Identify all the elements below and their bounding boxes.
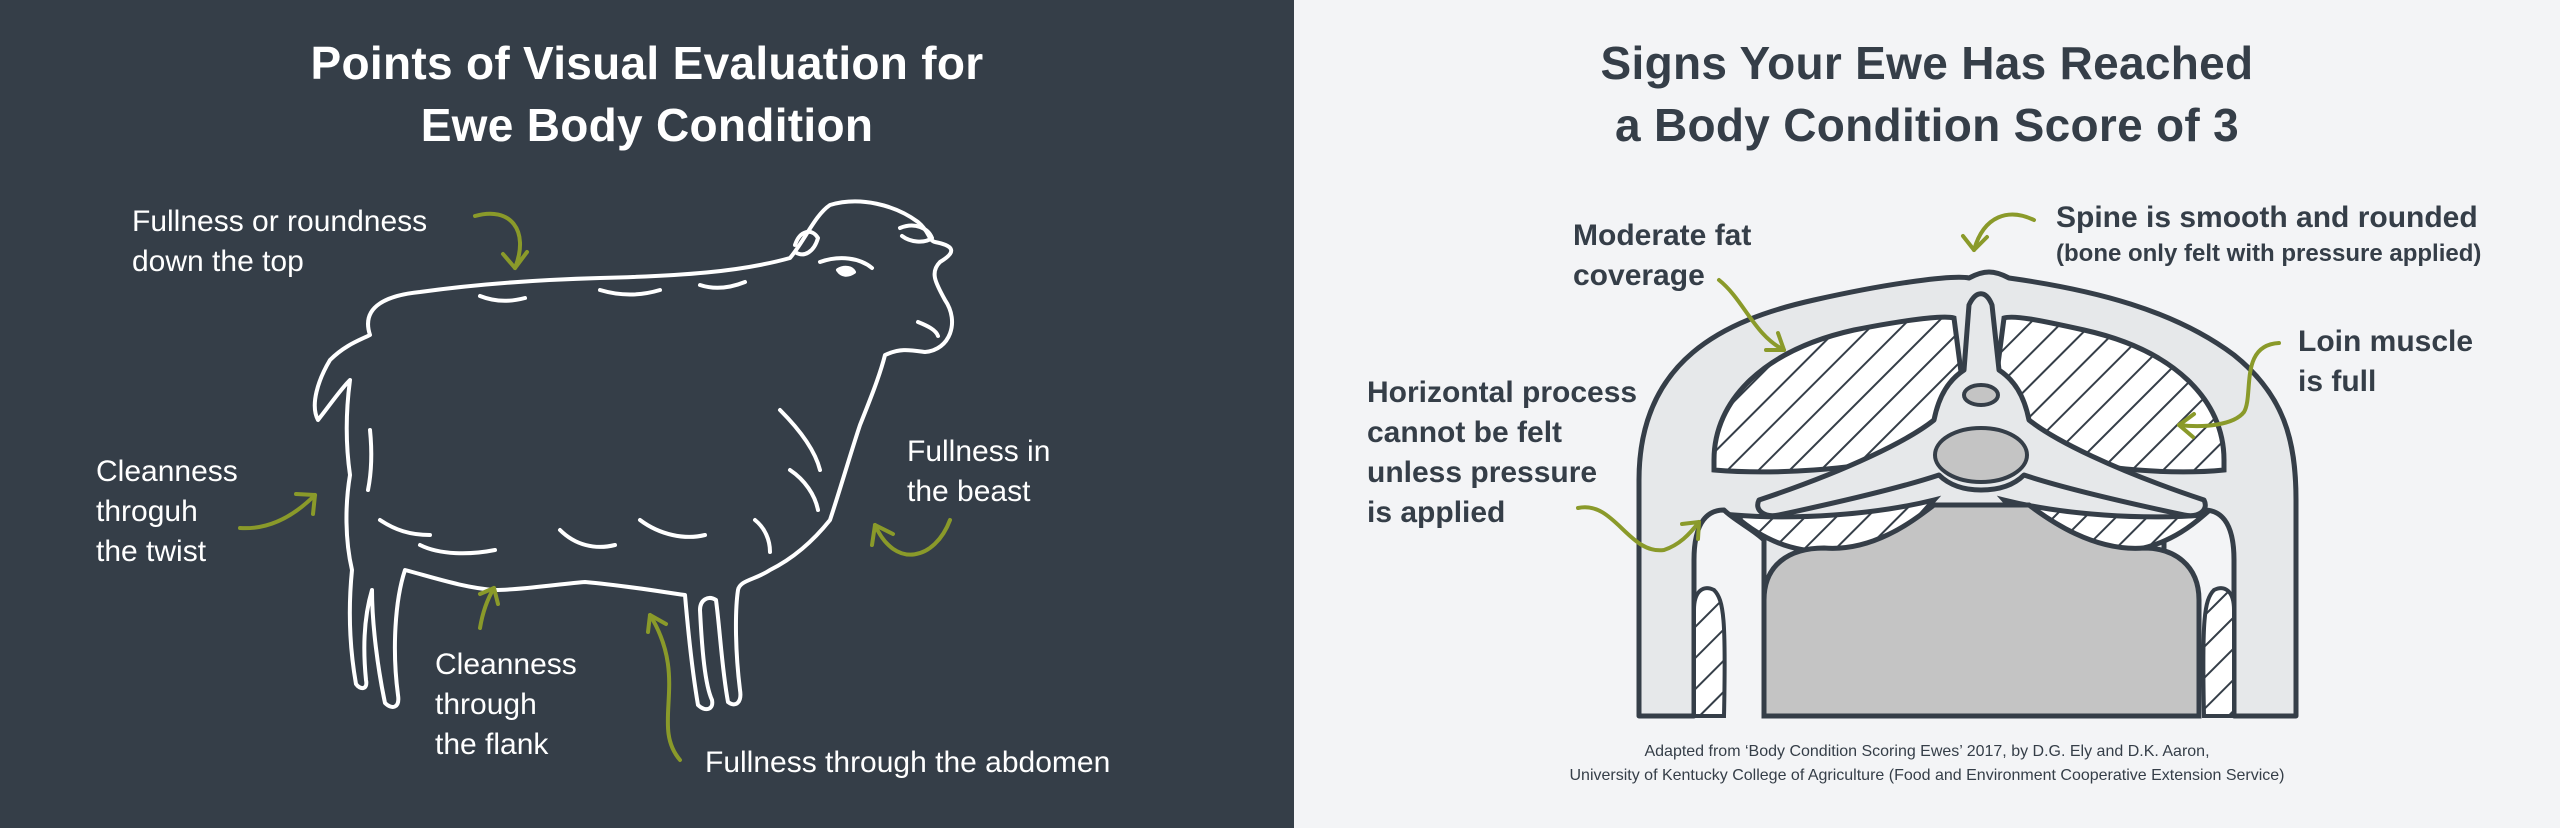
arrow-beast — [873, 518, 952, 557]
arrow-spine-head — [1961, 234, 1989, 252]
right-title: Signs Your Ewe Has Reached a Body Condit… — [1600, 37, 2254, 151]
left-panel: Points of Visual Evaluation for Ewe Body… — [0, 0, 1294, 828]
label-fullness-top: Fullness or roundness down the top — [132, 205, 428, 278]
sheep-mouth — [916, 320, 940, 338]
spinal-canal — [1962, 383, 2000, 407]
vertebral-body — [1933, 426, 2029, 484]
sheep-face-line — [818, 256, 874, 270]
label-fullness-abdomen: Fullness through the abdomen — [705, 746, 1111, 779]
label-cleanness-flank: Cleanness through the flank — [435, 648, 577, 761]
arrow-loin — [2177, 341, 2281, 429]
left-title: Points of Visual Evaluation for Ewe Body… — [310, 37, 984, 151]
arrow-fat — [1717, 278, 1786, 352]
arrow-loin-head — [2177, 412, 2196, 439]
source-credit: Adapted from ‘Body Condition Scoring Ewe… — [1569, 743, 2285, 784]
label-horizontal-process: Horizontal process cannot be felt unless… — [1367, 376, 1638, 529]
sheep-illustration — [238, 199, 955, 762]
arrow-process-head — [1680, 520, 1701, 541]
sheep-body-outline — [312, 199, 955, 712]
label-moderate-fat: Moderate fat coverage — [1573, 219, 1752, 292]
spine-cross-section — [1576, 212, 2299, 719]
arrow-twist — [238, 493, 317, 531]
label-loin-muscle: Loin muscle is full — [2298, 325, 2474, 398]
sheep-ear — [793, 229, 820, 257]
label-cleanness-twist: Cleanness throguh the twist — [96, 455, 238, 568]
body-cavity — [1761, 502, 2202, 719]
arrow-top-head — [501, 250, 529, 270]
label-fullness-beast: Fullness in the beast — [907, 435, 1051, 508]
arrow-beast-head — [870, 523, 895, 547]
arrow-top — [473, 211, 522, 270]
arrow-flank-head — [478, 586, 500, 606]
sheep-ear-right — [898, 223, 934, 244]
loin-muscle-left — [1711, 314, 1967, 475]
arrow-twist-head — [294, 492, 317, 516]
arrow-fat-head — [1764, 331, 1786, 352]
arrow-abdomen-head — [646, 613, 668, 634]
arrow-abdomen — [648, 613, 682, 762]
arrow-process — [1576, 505, 1701, 553]
arrow-spine — [1972, 212, 2036, 252]
sheep-eye — [836, 265, 856, 277]
right-panel: Signs Your Ewe Has Reached a Body Condit… — [1294, 0, 2560, 828]
rib-right — [2201, 586, 2236, 718]
label-spine: Spine is smooth and rounded (bone only f… — [2056, 201, 2482, 267]
rib-left — [1692, 586, 1727, 718]
